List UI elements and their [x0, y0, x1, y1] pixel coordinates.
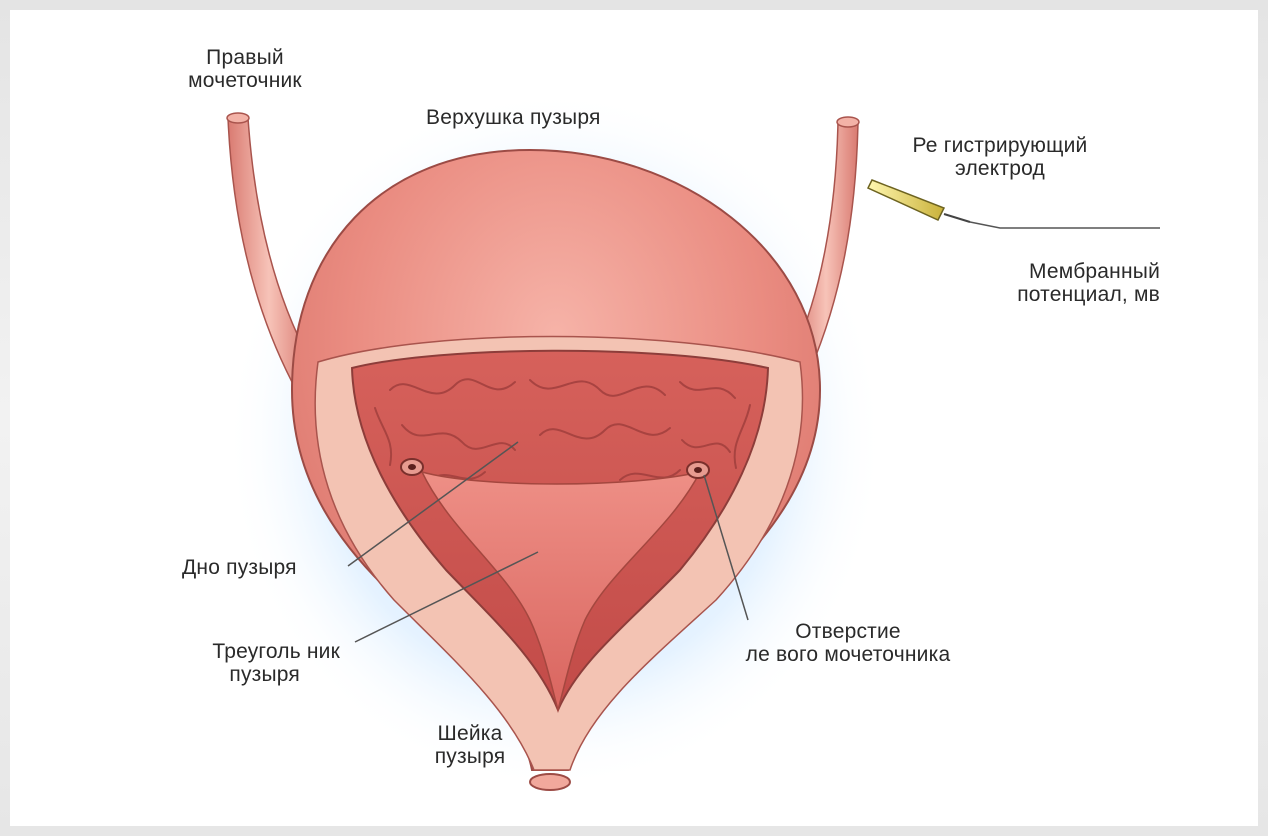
label-bladder-neck: Шейка пузыря [410, 722, 530, 768]
label-bladder-apex: Верхушка пузыря [426, 106, 601, 129]
label-right-ureter: Правый мочеточник [160, 46, 330, 92]
label-membrane-potential: Мембранный потенциал, мв [950, 260, 1160, 306]
label-recording-electrode: Ре гистрирующий электрод [890, 134, 1110, 180]
right-ureter-orifice-hole [408, 464, 416, 470]
left-ureter-orifice-hole [694, 467, 702, 473]
right-ureter-opening [227, 113, 249, 123]
label-bladder-trigone: Треуголь ник пузыря [170, 640, 340, 686]
diagram-canvas: Правый мочеточник Верхушка пузыря Ре гис… [10, 10, 1258, 826]
bladder-neck-opening [530, 774, 570, 790]
bladder-illustration [10, 10, 1258, 826]
recording-electrode [868, 180, 1160, 228]
label-bladder-fundus: Дно пузыря [182, 556, 297, 579]
left-ureter-opening [837, 117, 859, 127]
label-left-ureter-orifice: Отверстие ле вого мочеточника [708, 620, 988, 666]
